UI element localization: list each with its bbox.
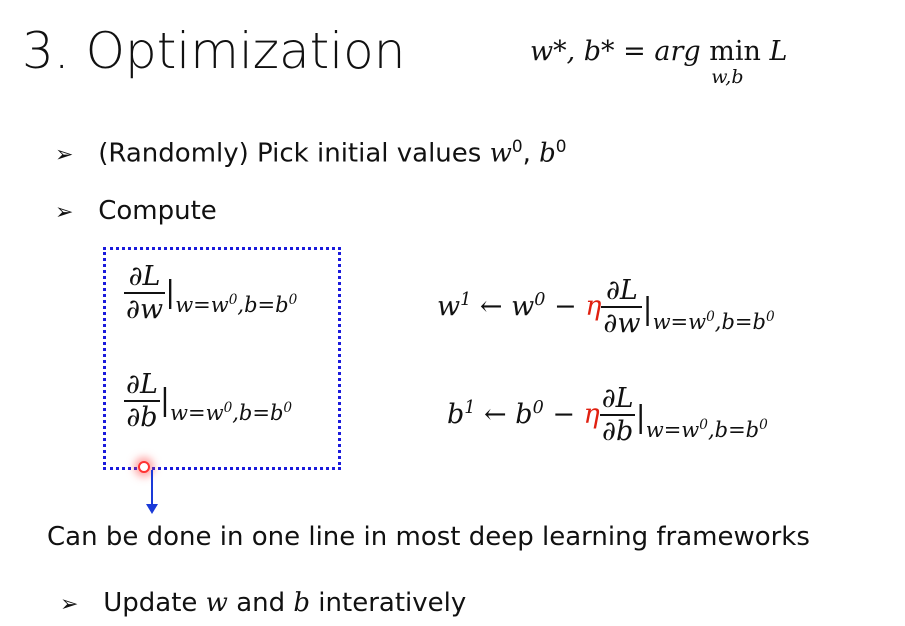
bullet-text: Compute [98, 196, 217, 226]
eval-subscript: w=w0,b=b0 [652, 308, 775, 334]
eval-bar: | [165, 274, 176, 310]
bullet-pick-initial: ➢ (Randomly) Pick initial values w0, b0 [55, 136, 567, 169]
w-lhs: w [437, 290, 461, 322]
sup: 0 [511, 136, 523, 156]
sup: 0 [765, 308, 775, 325]
gradient-box [103, 247, 341, 470]
bullet-update: ➢ Update w and b interatively [60, 588, 466, 618]
numerator: ∂L [126, 369, 158, 400]
down-arrow-head-icon [146, 504, 158, 514]
eval-subscript: w=w0,b=b0 [175, 291, 298, 317]
arrow-bullet-icon: ➢ [55, 142, 74, 168]
bullet-text: (Randomly) Pick initial values [98, 138, 490, 169]
fraction: ∂L∂b [124, 370, 160, 433]
slide-title: 3. Optimization [22, 22, 406, 80]
arg-text: arg [654, 36, 701, 67]
eval-w: w=w [175, 292, 229, 317]
sup: 0 [706, 308, 715, 325]
bullet-compute: ➢ Compute [55, 196, 217, 226]
learning-rate-eta: η [583, 398, 600, 430]
eval-w: w=w [645, 417, 700, 442]
arrow-bullet-icon: ➢ [55, 200, 74, 225]
eval-subscript: w=w0,b=b0 [645, 416, 768, 442]
framework-note: Can be done in one line in most deep lea… [47, 522, 810, 552]
sup: 0 [555, 136, 567, 156]
b-lhs: b [447, 398, 465, 430]
w0: w [511, 290, 535, 322]
bullet-text: and [227, 588, 294, 618]
bullet-text: interatively [310, 588, 467, 618]
numerator: ∂L [128, 261, 161, 292]
cursor-pointer-icon [138, 461, 150, 473]
eval-w: w=w [170, 400, 224, 425]
sup: 1 [460, 289, 472, 310]
denominator: ∂b [600, 413, 636, 447]
assign-arrow: ← [484, 398, 507, 430]
fraction: ∂L∂w [124, 261, 166, 325]
denominator: ∂w [601, 305, 643, 339]
eval-bar: | [635, 399, 646, 435]
fraction: ∂L∂w [601, 275, 643, 339]
equals-sign: = [623, 36, 646, 67]
gradient-b: ∂L∂b|w=w0,b=b0 [124, 370, 292, 433]
update-w-equation: w1 ← w0 − η∂L∂w|w=w0,b=b0 [437, 276, 775, 339]
loss-symbol: L [769, 36, 788, 67]
sup: 0 [534, 289, 546, 310]
minus: − [552, 398, 575, 430]
assign-arrow: ← [479, 290, 503, 322]
sup: 0 [223, 399, 233, 416]
sup: 0 [283, 399, 293, 416]
denominator: ∂b [124, 399, 160, 433]
math-b: b [293, 588, 311, 618]
denominator: ∂w [124, 291, 166, 325]
update-b-equation: b1 ← b0 − η∂L∂b|w=w0,b=b0 [447, 384, 768, 447]
eval-b: ,b=b [707, 417, 760, 442]
eval-b: ,b=b [237, 292, 289, 317]
b0: b [515, 398, 533, 430]
down-arrow-icon [151, 470, 153, 506]
fraction: ∂L∂b [600, 384, 636, 447]
math-w: w [205, 588, 228, 618]
learning-rate-eta: η [585, 290, 602, 322]
sup: 0 [699, 416, 708, 433]
eval-subscript: w=w0,b=b0 [170, 399, 293, 425]
sup: 0 [288, 291, 298, 308]
bullet-text: Update [103, 588, 206, 618]
comma: , [522, 138, 540, 169]
numerator: ∂L [601, 383, 634, 414]
eval-bar: | [642, 291, 653, 327]
eval-w: w=w [652, 309, 707, 334]
eval-b: ,b=b [232, 400, 284, 425]
math-b: b [539, 138, 556, 169]
minus: − [553, 290, 577, 322]
sup: 0 [532, 397, 544, 418]
numerator: ∂L [605, 275, 638, 306]
sup: 1 [464, 397, 476, 418]
eval-bar: | [159, 382, 171, 418]
eval-b: ,b=b [714, 309, 766, 334]
min-text: min [709, 36, 761, 67]
sup: 0 [228, 291, 238, 308]
gradient-w: ∂L∂w|w=w0,b=b0 [124, 262, 297, 325]
arrow-bullet-icon: ➢ [60, 592, 79, 617]
math-w: w [489, 138, 512, 169]
sup: 0 [759, 416, 768, 433]
min-subscript: w,b [711, 66, 744, 88]
objective-lhs: w*, b* [530, 36, 615, 67]
